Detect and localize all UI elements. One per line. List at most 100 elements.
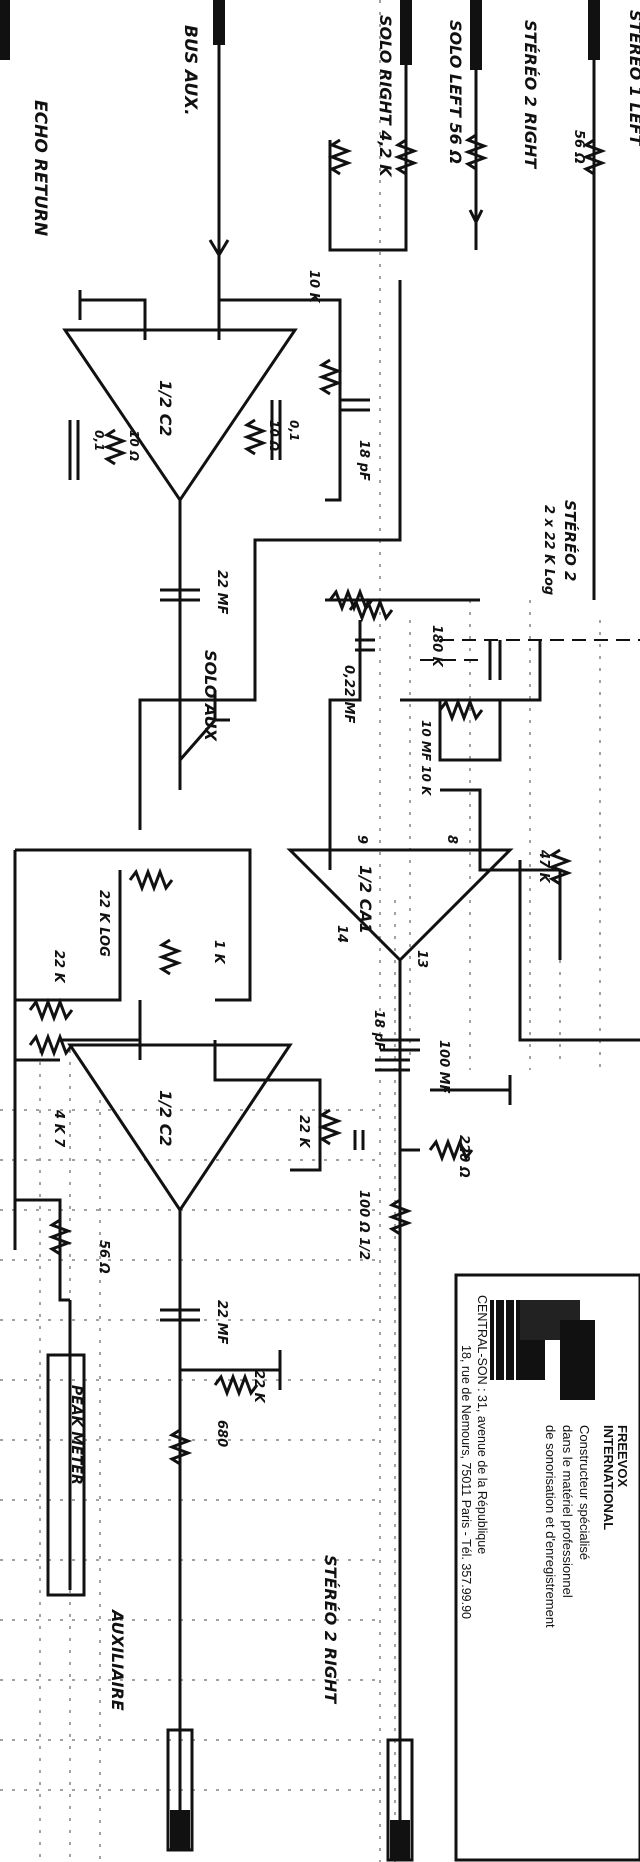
val-r-680: 680: [214, 1420, 229, 1447]
val-pot-22k-log: 22 K LOG: [96, 890, 111, 957]
opamps: [62, 328, 514, 1213]
val-r-180k: 180 K: [429, 625, 444, 668]
jack-echo-return: [0, 0, 10, 60]
cap-18pf-mid: [375, 1058, 410, 1072]
label-stereo1-left: STÉRÉO 1 LEFT: [626, 10, 640, 147]
val-c-22mf-bottom: 22 MF: [214, 1300, 229, 1345]
resistors: [28, 133, 607, 1466]
input-jacks: [0, 0, 600, 70]
resistor-10k-ca1: [438, 697, 484, 723]
val-r-22k-bottom: 22 K: [251, 1370, 266, 1404]
cap-100mf: [380, 1038, 420, 1052]
resistor-220: [428, 1137, 474, 1163]
resistor-22k-left-a: [28, 997, 74, 1023]
opamp-ca1: [286, 848, 514, 963]
val-r-10-b: 10 Ω: [267, 420, 281, 451]
val-c-100mf: 100 MF: [436, 1040, 451, 1094]
ic-label-c2-top: 1/2 C2: [156, 380, 175, 437]
val-c-01-b: 0,1: [287, 420, 301, 441]
resistor-22k-fb: [317, 1108, 343, 1146]
resistor-22k-bottom: [213, 1372, 259, 1398]
val-c-18pf-top: 18 pF: [356, 440, 371, 481]
jack-bus-aux: [213, 0, 225, 45]
resistor-10-a: [102, 428, 128, 466]
cap-22mf-bottom: [160, 1308, 200, 1322]
label-stereo2-pot-value: 2 x 22 K Log: [541, 505, 556, 595]
resistor-stereo2-right: [463, 133, 489, 171]
stamp-brand-1: FREEVOX: [615, 1425, 630, 1487]
stamp-brand-2: INTERNATIONAL: [601, 1425, 616, 1530]
val-r-10-a: 10 Ω: [127, 430, 141, 461]
label-stereo2-right-top: STÉRÉO 2 RIGHT: [521, 20, 540, 169]
val-c-18pf-mid: 18 pF: [371, 1010, 386, 1051]
cap-18pf-top: [340, 398, 370, 412]
val-r-1k: 1 K: [211, 940, 226, 965]
label-solo-aux: SOLO AUX: [201, 650, 220, 742]
resistor-1k: [157, 938, 183, 976]
resistor-100-half: [387, 1198, 413, 1236]
val-r-22k-fb: 22 K: [296, 1115, 311, 1149]
jack-stereo2-right: [588, 0, 600, 60]
stamp-address-1: CENTRAL-SON : 31, avenue de la Républiqu…: [475, 1295, 489, 1554]
resistor-pot-22k-log: [128, 867, 174, 893]
resistor-solo-left: [327, 138, 353, 176]
val-r-4k7: 4 K 7: [51, 1109, 66, 1148]
val-c-022mf: 0,22 MF: [341, 665, 356, 724]
label-peak-meter: PEAK METER: [68, 1385, 84, 1485]
stamp-tag-2: dans le matériel professionnel: [560, 1425, 575, 1598]
val-r-47k: 47 K: [536, 849, 551, 884]
stamp-tag-3: de sonorisation et d'enregistrement: [543, 1425, 558, 1628]
resistor-680: [167, 1428, 193, 1466]
val-r-10k-top: 10 K: [306, 270, 321, 304]
resistor-solo-right: [393, 138, 419, 176]
val-r-220: 220 Ω: [456, 1135, 471, 1178]
label-solo-left: SOLO LEFT 56 Ω: [446, 20, 465, 164]
val-pin-9: 9: [354, 835, 369, 844]
opamp-c2-top: [62, 328, 298, 503]
val-r-22k-left: 22 K: [51, 950, 66, 984]
ic-label-ca1: 1/2 CA1: [356, 865, 375, 934]
jack-solo-left: [470, 0, 482, 70]
resistor-56-bottom: [47, 1218, 73, 1256]
stamp-text: FREEVOX INTERNATIONAL Constructeur spéci…: [459, 1295, 630, 1628]
opamp-c2-bottom: [67, 1043, 293, 1213]
ic-labels: 1/2 C2 1/2 CA1 1/2 C2: [156, 380, 375, 1147]
ic-label-c2-bottom: 1/2 C2: [156, 1090, 175, 1147]
val-pin-14: 14: [334, 925, 349, 943]
cap-022mf: [355, 638, 375, 652]
stamp-tag-1: Constructeur spécialisé: [577, 1425, 592, 1560]
cap-01-b: [270, 400, 282, 460]
resistor-22k-left-b: [28, 1032, 74, 1058]
label-stereo2-right-bottom: STÉRÉO 2 RIGHT: [321, 1555, 340, 1704]
stamp-address-2: 18, rue de Nemours, 75011 Paris - Tél. 3…: [459, 1345, 473, 1619]
peak-meter-box: [46, 1353, 86, 1597]
val-c-22mf-top: 22 MF: [214, 570, 229, 615]
resistor-56-top: [581, 138, 607, 176]
output-jacks: [166, 1728, 414, 1862]
cap-fb-bottom: [353, 1130, 365, 1150]
val-pin-8: 8: [444, 835, 459, 844]
val-r-56-bottom: 56 Ω: [96, 1240, 111, 1274]
resistor-10-b: [242, 418, 268, 456]
val-r-100-half: 100 Ω 1/2: [356, 1190, 371, 1260]
resistor-10k-fb: [317, 358, 343, 396]
resistor-stereo2-pot: [328, 587, 374, 613]
label-solo-right: SOLO RIGHT 4,2 K: [376, 15, 395, 178]
label-bus-aux: BUS AUX.: [180, 25, 200, 116]
val-r-10mf-10k: 10 MF 10 K: [419, 720, 433, 797]
jack-solo-right: [400, 0, 412, 65]
resistor-47k: [547, 848, 573, 886]
capacitors: [68, 398, 502, 1322]
cap-22mf-top: [160, 588, 200, 602]
val-r-56-top: 56 Ω: [571, 130, 586, 164]
freevox-logo: [490, 1300, 595, 1400]
val-pin-13: 13: [414, 950, 429, 968]
resistor-180k: [348, 597, 394, 623]
cap-01-a: [68, 420, 80, 480]
cap-10mf: [488, 640, 502, 680]
freevox-stamp: [454, 1273, 640, 1862]
handwritten-labels: STÉRÉO 1 LEFT STÉRÉO 2 RIGHT SOLO LEFT 5…: [30, 10, 640, 1711]
val-c-01-a: 0,1: [92, 430, 106, 451]
label-echo-return: ECHO RETURN: [30, 100, 50, 236]
